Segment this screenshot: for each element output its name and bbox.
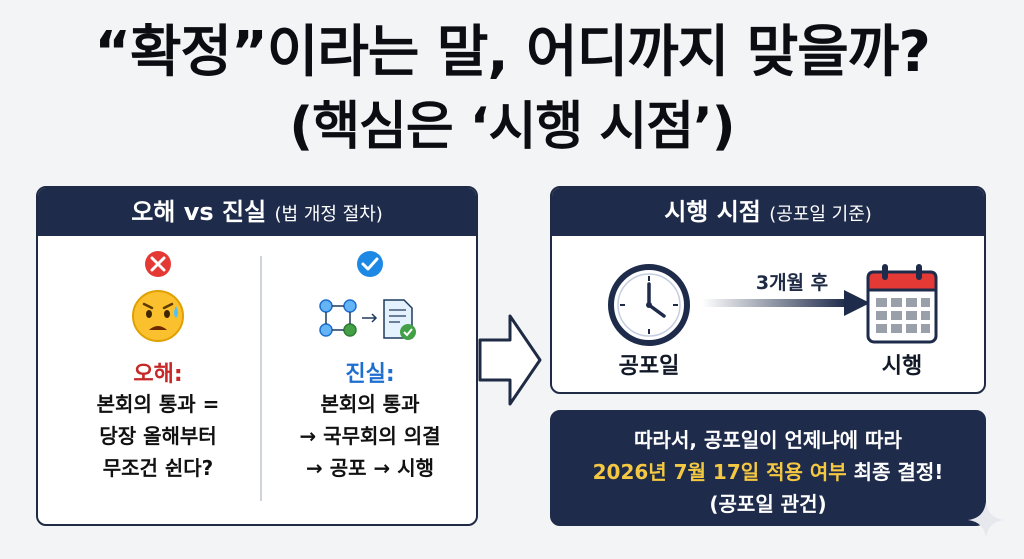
conclusion-line-2: 2026년 7월 17일 적용 여부 최종 결정!	[552, 456, 984, 488]
conclusion-line-2-rest: 최종 결정!	[846, 460, 944, 484]
effective-date-title: 시행 시점	[664, 198, 761, 226]
effective-date-subtitle: (공포일 기준)	[769, 204, 872, 225]
conclusion-line-1: 따라서, 공포일이 언제냐에 따라	[634, 428, 902, 452]
myth-vs-truth-title: 오해 vs 진실	[131, 198, 267, 226]
effective-date-header: 시행 시점 (공포일 기준)	[552, 188, 984, 236]
truth-column: 진실: 본회의 통과 → 국무회의 의결 → 공포 → 시행	[270, 248, 470, 484]
truth-text: 본회의 통과 → 국무회의 의결 → 공포 → 시행	[270, 388, 470, 484]
sparkle-icon	[968, 502, 1004, 538]
column-divider	[260, 256, 262, 501]
flowchart-document-icon	[319, 299, 416, 340]
truth-line-2: → 국무회의 의결	[299, 424, 441, 448]
myth-line-3: 무조건 쉰다?	[102, 456, 214, 480]
enforcement-label: 시행	[881, 354, 923, 379]
title-line-1: “확정”이라는 말, 어디까지 맞을까?	[94, 20, 931, 85]
worried-face-icon	[132, 290, 184, 342]
conclusion-highlight: 2026년 7월 17일 적용 여부	[592, 460, 847, 484]
x-circle-icon	[145, 251, 171, 277]
title-line-2: (핵심은 ‘시행 시점’)	[289, 97, 735, 157]
truth-label: 진실:	[345, 362, 395, 387]
effective-date-panel: 시행 시점 (공포일 기준) 3개월 후	[550, 186, 986, 394]
right-arrow-icon	[478, 314, 542, 406]
calendar-icon	[866, 264, 938, 344]
truth-line-3: → 공포 → 시행	[305, 456, 434, 480]
myth-column: 오해: 본회의 통과 = 당장 올해부터 무조건 쉰다?	[58, 248, 258, 484]
duration-label: 3개월 후	[755, 272, 829, 294]
conclusion-line-3: (공포일 관건)	[709, 492, 827, 516]
myth-label: 오해:	[133, 362, 183, 387]
timeline-arrow-icon	[702, 290, 870, 316]
truth-line-1: 본회의 통과	[320, 392, 420, 416]
check-circle-icon	[357, 251, 383, 277]
publication-date-label: 공포일	[618, 354, 680, 379]
myth-vs-truth-header: 오해 vs 진실 (법 개정 절차)	[38, 188, 476, 236]
myth-text: 본회의 통과 = 당장 올해부터 무조건 쉰다?	[58, 388, 258, 484]
truth-icons	[319, 251, 416, 340]
myth-line-2: 당장 올해부터	[99, 424, 217, 448]
conclusion-panel: 따라서, 공포일이 언제냐에 따라 2026년 7월 17일 적용 여부 최종 …	[550, 410, 986, 526]
myth-icons	[132, 251, 184, 342]
myth-vs-truth-subtitle: (법 개정 절차)	[274, 204, 383, 225]
myth-vs-truth-panel: 오해 vs 진실 (법 개정 절차) 오해: 본회의 통과 = 당장 올해부터 …	[36, 186, 478, 526]
myth-line-1: 본회의 통과 =	[96, 392, 220, 416]
clock-icon	[608, 264, 690, 346]
